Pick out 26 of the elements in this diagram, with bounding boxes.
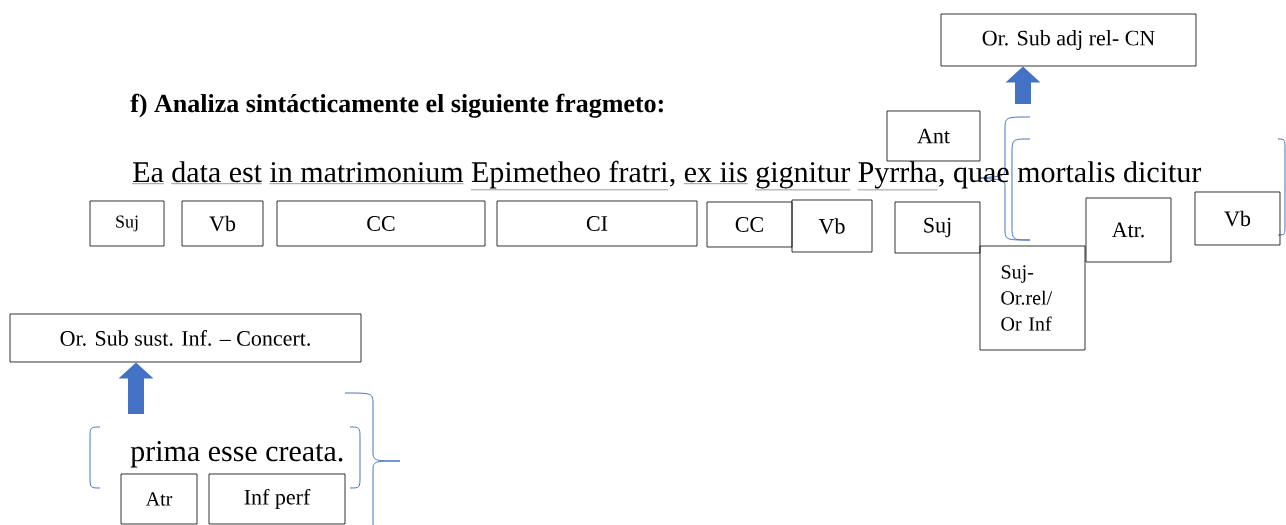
sentence-text: ex iis bbox=[683, 162, 749, 184]
sentence-text: prima esse creata. bbox=[130, 441, 343, 468]
sentence-text: in matrimonium bbox=[269, 162, 464, 184]
label-box: Atr. bbox=[1085, 197, 1172, 263]
label-box: Suj bbox=[894, 201, 981, 254]
sentence-text: Ea bbox=[132, 162, 165, 184]
heading: f) Analiza sintácticamente el siguiente fragmeto: bbox=[130, 93, 663, 118]
sentence-text: , quae mortalis dicitur bbox=[939, 161, 1202, 189]
label-box: Suj- Or.rel/ Or Inf bbox=[979, 245, 1086, 351]
label-box: Inf perf bbox=[208, 473, 346, 525]
label-box: CC bbox=[276, 200, 486, 247]
label-box: Vb bbox=[1194, 191, 1281, 246]
label-box: Atr bbox=[120, 473, 198, 525]
sentence-text: Epimetheo fratri bbox=[470, 160, 669, 190]
label-box: CC bbox=[706, 201, 793, 248]
sentence-text: , bbox=[669, 178, 675, 187]
label-box: CI bbox=[496, 200, 698, 247]
sentence-text: data est bbox=[171, 161, 263, 184]
label-box: Ant bbox=[886, 110, 981, 162]
label-box: Or. Sub sust. Inf. – Concert. bbox=[9, 313, 362, 363]
label-box: Suj bbox=[89, 200, 165, 247]
sentence-text: Pyrrha bbox=[857, 161, 938, 191]
label-box: Vb bbox=[181, 200, 264, 247]
sentence-text: gignitur bbox=[755, 162, 851, 191]
label-box: Or. Sub adj rel- CN bbox=[940, 13, 1197, 67]
label-box: Vb bbox=[791, 199, 873, 253]
